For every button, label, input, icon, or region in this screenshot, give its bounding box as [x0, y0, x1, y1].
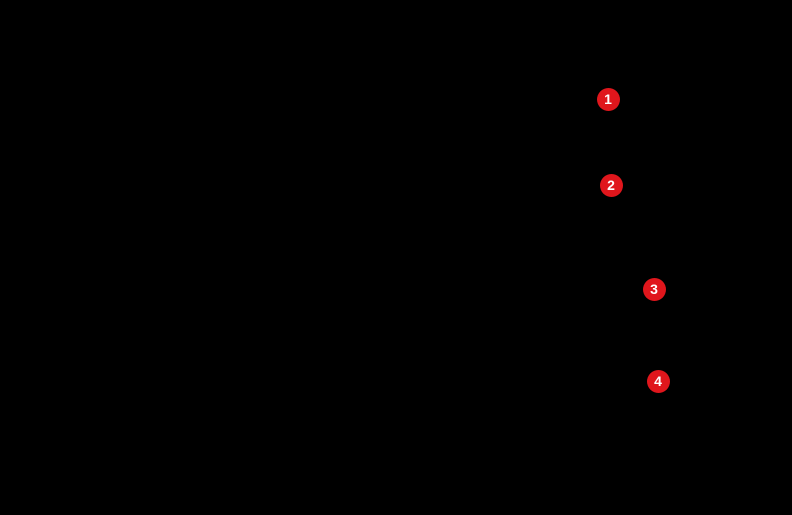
callout-marker-2: 2 — [599, 173, 623, 197]
callout-marker-4: 4 — [646, 369, 670, 393]
callout-marker-label: 3 — [650, 281, 658, 297]
callout-marker-label: 4 — [654, 373, 662, 389]
callout-marker-label: 2 — [607, 177, 615, 193]
callout-marker-label: 1 — [604, 91, 612, 107]
callout-marker-3: 3 — [642, 277, 666, 301]
callout-marker-1: 1 — [596, 87, 620, 111]
